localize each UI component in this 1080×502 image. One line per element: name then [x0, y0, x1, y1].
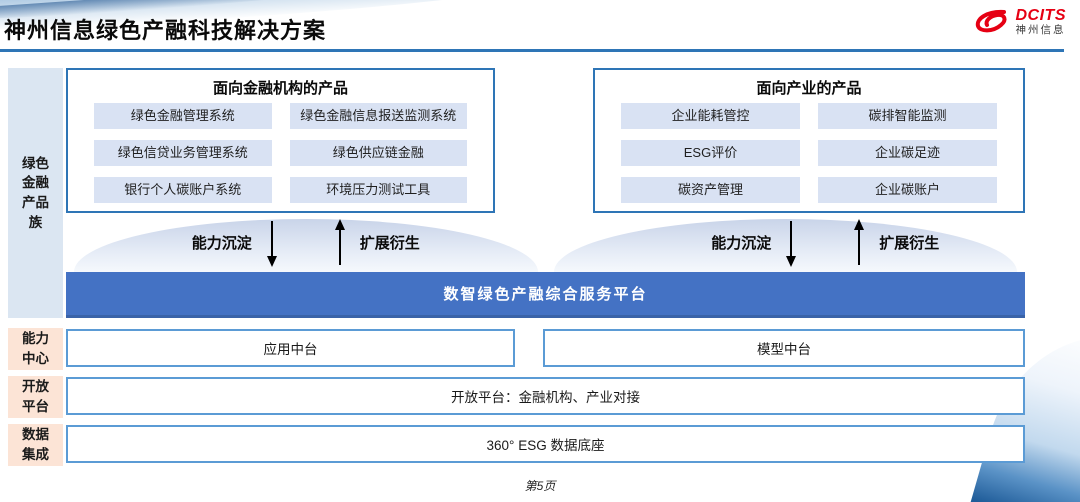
logo-brand-text: DCITS — [1015, 7, 1066, 25]
open-platform-row-label: 开放平台：金融机构、产业对接 — [451, 390, 640, 405]
sidebar-label-product-family: 绿色金融产品族 — [8, 68, 63, 318]
product-item: 绿色金融管理系统 — [94, 103, 272, 129]
product-item: 环境压力测试工具 — [289, 177, 467, 203]
model-middle-platform-box: 模型中台 — [543, 329, 1025, 367]
logo-sub-text: 神州信息 — [1015, 23, 1066, 36]
expand-derive-label: 扩展衍生 — [879, 235, 940, 252]
capability-center-row: 应用中台 模型中台 — [66, 329, 1025, 367]
capability-sink-label: 能力沉淀 — [711, 235, 772, 252]
arrow-down-icon — [786, 220, 797, 267]
sidebar-label-data-integration: 数据集成 — [8, 424, 63, 466]
sidebar-label-open-platform: 开放平台 — [8, 376, 63, 418]
product-item: 碳资产管理 — [621, 177, 800, 203]
finance-flow-half: 能力沉淀 扩展衍生 — [66, 213, 546, 272]
industry-products-box: 面向产业的产品 企业能耗管控 碳排智能监测 ESG评价 企业碳足迹 碳资产管理 … — [593, 68, 1025, 213]
arrow-up-icon — [334, 218, 345, 265]
expand-derive-label: 扩展衍生 — [359, 235, 420, 252]
open-platform-row: 开放平台：金融机构、产业对接 — [66, 377, 1025, 415]
product-item: 绿色供应链金融 — [289, 140, 467, 166]
data-integration-row-label: 360° ESG 数据底座 — [486, 438, 605, 453]
platform-bar-label: 数智绿色产融综合服务平台 — [443, 286, 648, 303]
product-item: 企业碳足迹 — [818, 140, 997, 166]
company-logo: DCITS 神州信息 — [973, 7, 1067, 37]
industry-arrow-group: 能力沉淀 扩展衍生 — [711, 218, 940, 267]
application-middle-platform-box: 应用中台 — [66, 329, 515, 367]
page-title: 神州信息绿色产融科技解决方案 — [4, 18, 327, 43]
flow-arrows-zone: 能力沉淀 扩展衍生 能力沉淀 — [66, 213, 1025, 272]
finance-box-grid: 绿色金融管理系统 绿色金融信息报送监测系统 绿色信贷业务管理系统 绿色供应链金融… — [68, 101, 493, 203]
arrow-up-icon — [854, 218, 865, 265]
sidebar-label-capability-text: 能力中心 — [22, 331, 49, 366]
finance-products-box: 面向金融机构的产品 绿色金融管理系统 绿色金融信息报送监测系统 绿色信贷业务管理… — [66, 68, 495, 213]
model-middle-platform-label: 模型中台 — [757, 342, 811, 357]
arrow-down-icon — [266, 220, 277, 267]
product-item: 企业碳账户 — [818, 177, 997, 203]
product-item: 企业能耗管控 — [621, 103, 800, 129]
sidebar-label-capability-center: 能力中心 — [8, 328, 63, 370]
header-divider — [0, 49, 1064, 52]
sidebar-label-product-family-text: 绿色金融产品族 — [22, 155, 49, 230]
product-item: ESG评价 — [621, 140, 800, 166]
sidebar-label-open-text: 开放平台 — [22, 379, 49, 414]
industry-flow-half: 能力沉淀 扩展衍生 — [546, 213, 1026, 272]
data-integration-row: 360° ESG 数据底座 — [66, 425, 1025, 463]
page-number: 第5页 — [524, 479, 556, 493]
finance-box-title: 面向金融机构的产品 — [212, 80, 348, 97]
product-item: 绿色金融信息报送监测系统 — [289, 103, 467, 129]
finance-arrow-group: 能力沉淀 扩展衍生 — [191, 218, 420, 267]
application-middle-platform-label: 应用中台 — [263, 342, 318, 357]
platform-bar: 数智绿色产融综合服务平台 — [66, 272, 1025, 318]
sidebar-label-data-text: 数据集成 — [22, 427, 49, 462]
capability-sink-label: 能力沉淀 — [191, 235, 252, 252]
product-item: 银行个人碳账户系统 — [94, 177, 272, 203]
dcits-swoosh-icon — [975, 9, 1006, 33]
product-item: 碳排智能监测 — [818, 103, 997, 129]
industry-box-title: 面向产业的产品 — [756, 80, 862, 97]
industry-box-grid: 企业能耗管控 碳排智能监测 ESG评价 企业碳足迹 碳资产管理 企业碳账户 — [595, 101, 1023, 203]
product-item: 绿色信贷业务管理系统 — [94, 140, 272, 166]
